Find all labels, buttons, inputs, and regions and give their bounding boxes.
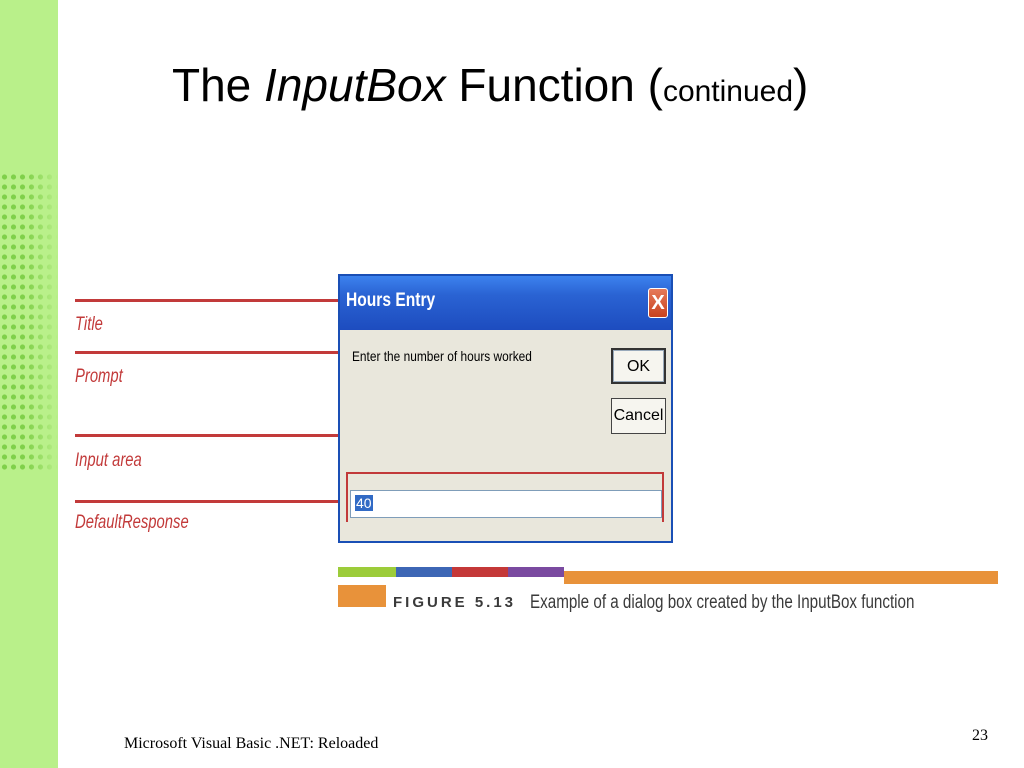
input-area-field[interactable]: 40 xyxy=(350,490,662,518)
default-response-callout-line xyxy=(75,500,353,503)
title-middle: Function ( xyxy=(458,59,663,111)
figure-caption: Example of a dialog box created by the I… xyxy=(530,592,915,613)
accent-bar-orange xyxy=(564,571,998,584)
side-dot-pattern xyxy=(0,172,58,472)
title-small: continued xyxy=(662,75,794,108)
dialog-title: Hours Entry xyxy=(346,290,436,311)
title-prefix: The xyxy=(172,59,252,111)
callout-title: Title xyxy=(75,314,103,335)
accent-bar-red xyxy=(452,567,508,577)
prompt-callout-line xyxy=(75,351,339,354)
callout-prompt: Prompt xyxy=(75,366,123,387)
title-italic: InputBox xyxy=(264,59,446,111)
accent-bar-purple xyxy=(508,567,564,577)
callout-input-area: Input area xyxy=(75,450,142,471)
ok-button[interactable]: OK xyxy=(611,348,666,384)
accent-bar-blue xyxy=(396,567,452,577)
slide-title: The InputBox Function (continued) xyxy=(172,58,808,113)
close-icon[interactable]: X xyxy=(648,288,668,318)
input-area-callout-line xyxy=(75,434,499,437)
slide-footer: Microsoft Visual Basic .NET: Reloaded xyxy=(124,735,379,752)
inputbox-dialog: Hours Entry X Enter the number of hours … xyxy=(338,274,673,543)
callout-default-response: DefaultResponse xyxy=(75,512,189,533)
accent-bar-green xyxy=(338,567,396,577)
default-response-value: 40 xyxy=(355,495,373,511)
page-number: 23 xyxy=(972,727,988,744)
input-area-highlight xyxy=(346,472,664,522)
dialog-titlebar[interactable]: Hours Entry X xyxy=(340,276,671,330)
cancel-button[interactable]: Cancel xyxy=(611,398,666,434)
caption-panel xyxy=(386,585,998,625)
title-suffix: ) xyxy=(793,59,809,111)
dialog-prompt: Enter the number of hours worked xyxy=(352,348,532,364)
figure-label: FIGURE 5.13 xyxy=(393,594,517,611)
title-callout-line xyxy=(75,299,339,302)
